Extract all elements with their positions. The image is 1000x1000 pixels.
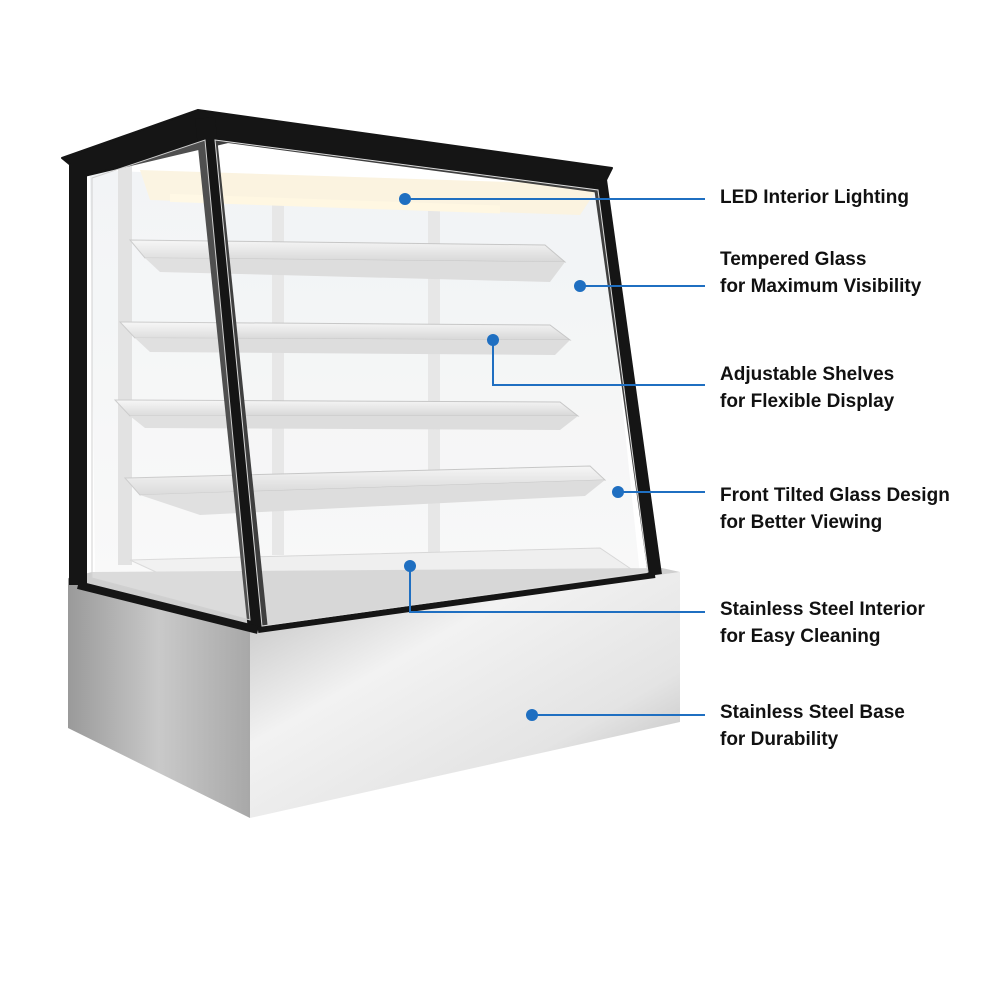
callout-front-tilted-glass: Front Tilted Glass Design for Better Vie…	[720, 482, 950, 536]
shelf-4-front	[140, 480, 605, 515]
callout-dots	[399, 193, 624, 721]
steel-base-front	[250, 572, 680, 818]
steel-base-top-rim	[68, 568, 680, 632]
steel-base-side	[68, 578, 250, 818]
front-glass	[214, 139, 649, 627]
callout-led-lighting-line1: LED Interior Lighting	[720, 187, 909, 208]
side-glass	[91, 139, 251, 621]
frame-post-front-right	[593, 179, 662, 576]
callout-dot-interior	[404, 560, 416, 572]
callout-stainless-interior-line1: Stainless Steel Interior	[720, 599, 925, 620]
callout-dot-glass	[574, 280, 586, 292]
callout-stainless-base: Stainless Steel Base for Durability	[720, 699, 905, 753]
callout-adjustable-shelves: Adjustable Shelves for Flexible Display	[720, 361, 894, 415]
callout-line-interior	[409, 566, 705, 613]
callout-dot-base	[526, 709, 538, 721]
frame-bottom-left	[77, 581, 259, 634]
led-strip	[170, 193, 500, 214]
callout-stainless-base-line2: for Durability	[720, 729, 839, 750]
shelf-2-front	[135, 338, 570, 355]
back-upright-left	[118, 165, 132, 565]
callout-tempered-glass-line1: Tempered Glass	[720, 249, 867, 270]
callout-adjustable-shelves-line2: for Flexible Display	[720, 391, 895, 412]
callout-stainless-interior-line2: for Easy Cleaning	[720, 626, 881, 647]
callout-dot-tilted	[612, 486, 624, 498]
callout-dot-led	[399, 193, 411, 205]
callout-front-tilted-glass-line2: for Better Viewing	[720, 512, 883, 533]
callout-stainless-interior: Stainless Steel Interior for Easy Cleani…	[720, 596, 925, 650]
callout-led-lighting: LED Interior Lighting	[720, 184, 909, 211]
callout-front-tilted-glass-line1: Front Tilted Glass Design	[720, 485, 950, 506]
callout-tempered-glass: Tempered Glass for Maximum Visibility	[720, 246, 921, 300]
frame-post-front-left	[195, 116, 268, 632]
callout-markers	[405, 198, 705, 716]
callout-adjustable-shelves-line1: Adjustable Shelves	[720, 364, 895, 385]
frame-bottom-front	[257, 572, 656, 633]
shelf-1-front	[145, 258, 565, 282]
callout-dot-shelves	[487, 334, 499, 346]
callout-line-shelves	[492, 340, 705, 386]
cabinet-frame	[61, 109, 662, 634]
led-light-bar	[140, 170, 600, 215]
callout-stainless-base-line1: Stainless Steel Base	[720, 702, 905, 723]
callout-tempered-glass-line2: for Maximum Visibility	[720, 276, 922, 297]
